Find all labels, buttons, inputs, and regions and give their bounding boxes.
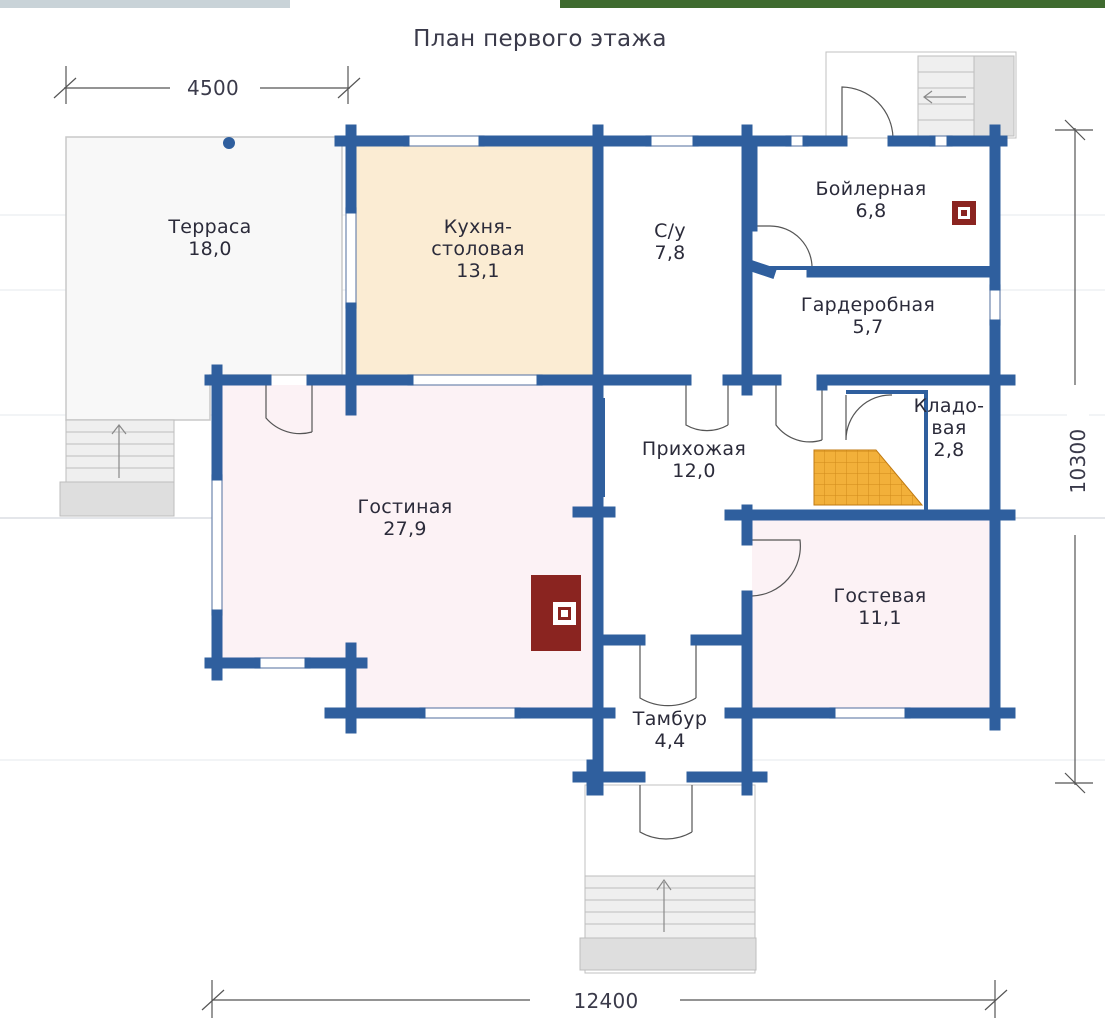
room-wardrobe: Гардеробная 5,7 <box>783 294 953 338</box>
living-fill <box>218 385 595 712</box>
dimension-right <box>1055 119 1093 794</box>
fireplace <box>531 575 581 651</box>
room-boiler: Бойлерная 6,8 <box>796 178 946 222</box>
room-area: 18,0 <box>188 238 232 260</box>
room-vestibule: Тамбур 4,4 <box>610 708 730 752</box>
room-name: Гостиная <box>357 496 453 518</box>
room-area: 2,8 <box>933 439 965 461</box>
room-area: 7,8 <box>654 242 686 264</box>
room-area: 12,0 <box>672 460 716 482</box>
walls <box>204 124 1016 796</box>
room-name: Терраса <box>168 216 252 238</box>
room-name: Кухня- столовая <box>431 216 525 260</box>
room-name: Гардеробная <box>800 294 936 316</box>
room-living: Гостиная 27,9 <box>330 496 480 540</box>
top-photo-strip-right <box>560 0 1105 8</box>
terrace <box>65 136 343 421</box>
dimension-top-label: 4500 <box>172 77 254 99</box>
wardrobe-fill <box>752 276 995 378</box>
corridor-fill <box>603 515 746 640</box>
plan-title: План первого этажа <box>413 26 667 52</box>
back-porch <box>825 51 1017 139</box>
room-area: 11,1 <box>858 607 902 629</box>
room-terrace: Терраса 18,0 <box>140 216 280 260</box>
bathroom-fill <box>603 145 746 378</box>
guest-fill <box>752 520 995 713</box>
room-name: Тамбур <box>632 708 708 730</box>
room-kitchen-dining: Кухня- столовая 13,1 <box>408 216 548 282</box>
room-hall: Прихожая 12,0 <box>624 438 764 482</box>
room-area: 5,7 <box>852 316 884 338</box>
room-area: 13,1 <box>456 260 500 282</box>
room-area: 6,8 <box>855 200 887 222</box>
dimension-bottom-label: 12400 <box>552 990 660 1012</box>
room-pantry: Кладо- вая 2,8 <box>900 395 998 461</box>
room-area: 27,9 <box>383 518 427 540</box>
pantry-stairs <box>813 449 924 506</box>
terrace-stairs <box>59 419 175 517</box>
dimension-top <box>53 66 361 104</box>
room-name: Кладо- вая <box>913 395 985 439</box>
kitchen-fill <box>352 145 595 378</box>
room-name: Бойлерная <box>815 178 927 200</box>
room-guest: Гостевая 11,1 <box>810 585 950 629</box>
dimension-right-label: 10300 <box>1066 407 1090 515</box>
room-name: Прихожая <box>641 438 747 460</box>
room-name: С/у <box>654 220 686 242</box>
entrance-porch <box>579 784 757 974</box>
room-area: 4,4 <box>654 730 686 752</box>
top-photo-strip-left <box>0 0 290 8</box>
dimension-bottom <box>201 980 1008 1018</box>
vestibule-fill <box>603 645 746 775</box>
room-name: Гостевая <box>833 585 927 607</box>
boiler-unit <box>952 201 976 225</box>
room-bathroom: С/у 7,8 <box>620 220 720 264</box>
